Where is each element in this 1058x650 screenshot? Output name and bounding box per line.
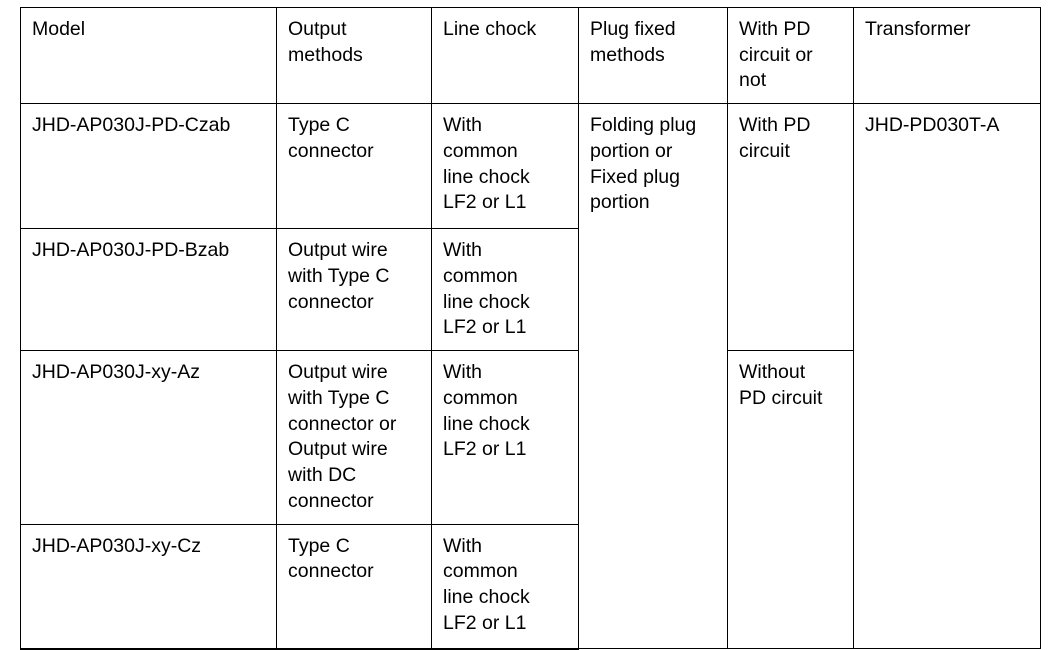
cell-model-value: JHD-AP030J-xy-Cz: [32, 534, 202, 557]
column-header-pd-circuit: With PD circuit or not: [727, 6, 854, 105]
column-header-plug-fixed-methods-label: Plug fixed methods: [590, 18, 676, 66]
table-header-row: Model Output methods Line chock Plug fix…: [20, 6, 1041, 105]
table-row: JHD-AP030J-xy-Az Output wire with Type C…: [20, 350, 1041, 650]
cell-model: JHD-AP030J-xy-Cz: [20, 523, 277, 650]
cell-model-value: JHD-AP030J-PD-Czab: [32, 114, 231, 137]
cell-model: JHD-AP030J-PD-Czab: [20, 103, 277, 230]
cell-pd-circuit-without-merged: Without PD circuit: [727, 350, 854, 650]
column-header-output-methods: Output methods: [276, 6, 432, 105]
cell-output-methods: Type C connector: [276, 103, 432, 230]
cell-output-methods-value: Type C connector: [288, 114, 374, 162]
cell-model: JHD-AP030J-PD-Bzab: [20, 228, 277, 352]
product-specification-table: Model Output methods Line chock Plug fix…: [20, 6, 1041, 650]
cell-line-chock: With common line chock LF2 or L1: [431, 350, 579, 525]
cell-model-value: JHD-AP030J-PD-Bzab: [32, 239, 230, 262]
cell-line-chock: With common line chock LF2 or L1: [431, 103, 579, 230]
cell-output-methods-value: Output wire with Type C connector or Out…: [288, 361, 397, 512]
cell-pd-circuit-without-value: Without PD circuit: [739, 361, 823, 409]
column-header-output-methods-label: Output methods: [288, 18, 363, 66]
column-header-transformer: Transformer: [853, 6, 1041, 105]
column-header-transformer-label: Transformer: [865, 18, 971, 40]
cell-line-chock-value: With common line chock LF2 or L1: [443, 239, 530, 339]
column-header-plug-fixed-methods: Plug fixed methods: [578, 6, 728, 105]
cell-pd-circuit-with-merged: With PD circuit: [727, 103, 854, 352]
cell-line-chock: With common line chock LF2 or L1: [431, 228, 579, 352]
column-header-model-label: Model: [32, 18, 86, 40]
cell-model-value: JHD-AP030J-xy-Az: [32, 361, 200, 384]
cell-pd-circuit-with-value: With PD circuit: [739, 114, 811, 162]
spec-table-container: Model Output methods Line chock Plug fix…: [20, 6, 1041, 650]
cell-output-methods: Type C connector: [276, 523, 432, 650]
column-header-pd-circuit-label: With PD circuit or not: [739, 18, 813, 92]
cell-transformer-value: JHD-PD030T-A: [865, 114, 1000, 137]
cell-model: JHD-AP030J-xy-Az: [20, 350, 277, 525]
column-header-line-chock-label: Line chock: [443, 18, 537, 40]
cell-output-methods-value: Type C connector: [288, 534, 374, 583]
column-header-line-chock: Line chock: [431, 6, 579, 105]
cell-transformer-merged: JHD-PD030T-A: [853, 103, 1041, 650]
table-row: JHD-AP030J-xy-Cz Type C connector With c…: [20, 523, 1041, 650]
cell-output-methods-value: Output wire with Type C connector: [288, 239, 390, 313]
cell-line-chock: With common line chock LF2 or L1: [431, 523, 579, 650]
column-header-model: Model: [20, 6, 277, 105]
cell-plug-fixed-methods-merged: Folding plug portion or Fixed plug porti…: [578, 103, 728, 650]
cell-line-chock-value: With common line chock LF2 or L1: [443, 114, 530, 214]
cell-output-methods: Output wire with Type C connector or Out…: [276, 350, 432, 525]
cell-plug-fixed-methods-value: Folding plug portion or Fixed plug porti…: [590, 114, 697, 214]
cell-line-chock-value: With common line chock LF2 or L1: [443, 361, 530, 461]
cell-line-chock-value: With common line chock LF2 or L1: [443, 534, 530, 634]
table-row: JHD-AP030J-PD-Czab Type C connector With…: [20, 103, 1041, 650]
table-row: JHD-AP030J-PD-Bzab Output wire with Type…: [20, 228, 1041, 352]
cell-output-methods: Output wire with Type C connector: [276, 228, 432, 352]
